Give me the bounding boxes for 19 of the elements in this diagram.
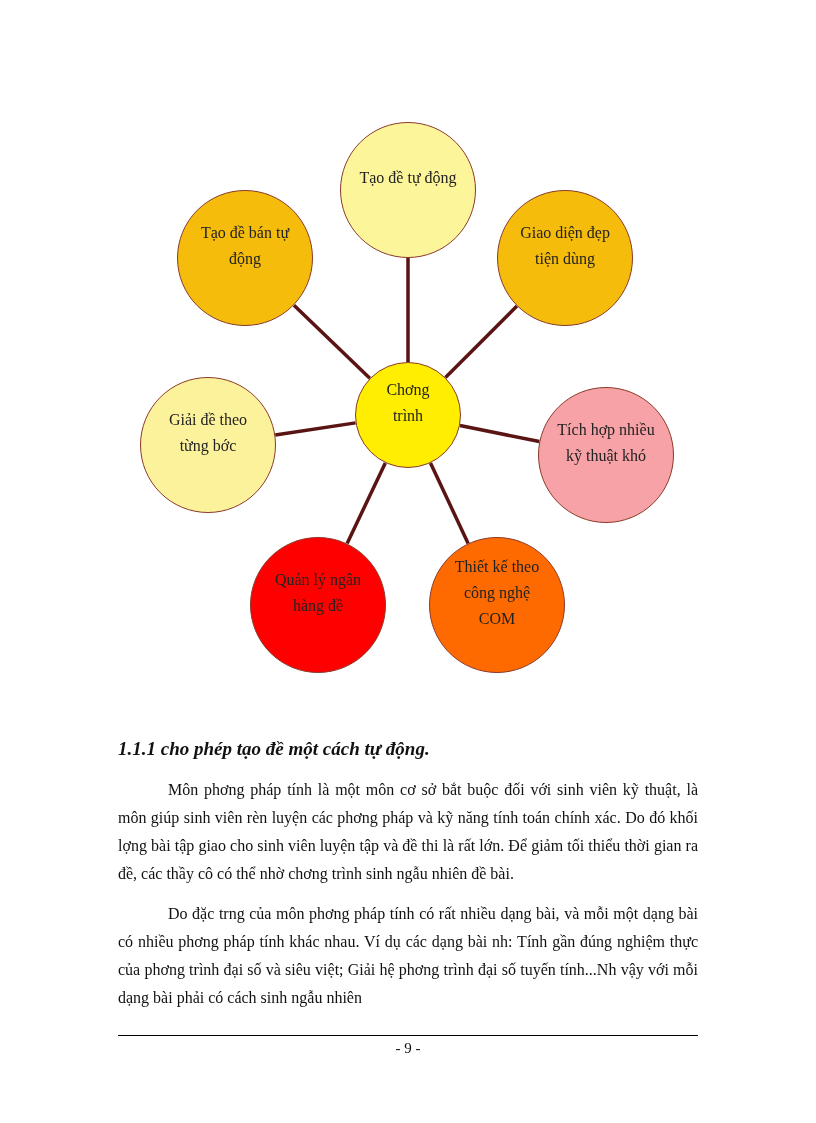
node-label: Giao diện đẹp tiện dùng xyxy=(519,223,611,270)
body-paragraph: Môn phơng pháp tính là một môn cơ sở bắt buộc đối với sinh viên kỹ thuật, là môn giúp sinh viên rèn luyện các phơng pháp và kỹ năng tính toán chính xác. Do đó khối lợng bài tập giao cho sinh viên luyện tập và đề thi là rất lớn. Để giảm tối thiểu thời gian ra đề, các thầy cô có thể nhờ chơng trình sinh ngẫu nhiên đề bài. xyxy=(118,780,698,885)
node-label: Quản lý ngân hàng đề xyxy=(273,570,363,617)
connector-line xyxy=(406,258,410,362)
node-label: Tích hợp nhiều kỹ thuật khó xyxy=(556,420,656,467)
page-number: - 9 - xyxy=(394,1040,422,1057)
body-paragraph: Do đặc trng của môn phơng pháp tính có rất nhiều dạng bài, và mỗi một dạng bài có nhiều phơng pháp tính khác nhau. Ví dụ các dạng bài nh: Tính gần đúng nghiệm thực của phơng trình đại số và siêu việt; Giải hệ phơng trình đại số tuyến tính...Nh vậy với mỗi dạng bài phải có cách sinh ngẫu nhiên xyxy=(118,904,698,1009)
connector-line xyxy=(459,423,540,444)
connector-line xyxy=(444,304,519,379)
connector-line xyxy=(275,421,356,437)
node-label: Thiết kế theo công nghệ COM xyxy=(453,557,541,629)
node-label: Giải đề theo từng bớc xyxy=(167,410,249,457)
node-label: Chơng trình xyxy=(385,380,431,426)
node-label: Tạo đề bán tự động xyxy=(199,223,291,270)
connector-line xyxy=(345,462,387,545)
connector-line xyxy=(428,462,470,545)
node-label: Tạo đề tự động xyxy=(358,168,458,189)
connector-line xyxy=(292,303,372,380)
section-heading: 1.1.1 cho phép tạo đề một cách tự động. xyxy=(118,738,431,760)
